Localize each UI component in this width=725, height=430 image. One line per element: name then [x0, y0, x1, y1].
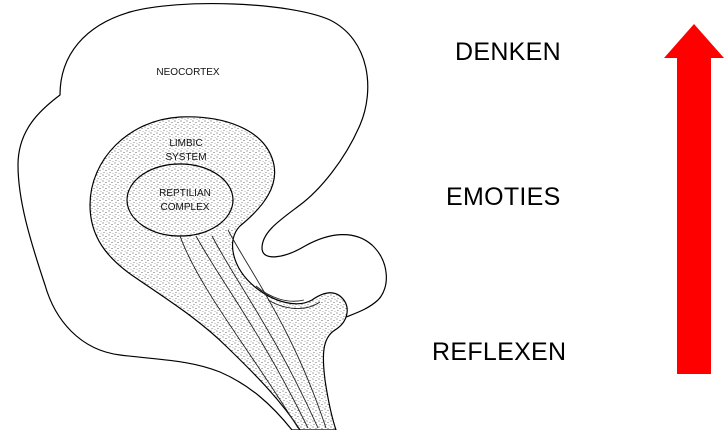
- limbic-system-label-line-1: LIMBIC: [169, 138, 202, 149]
- reptilian-complex-label-line-1: REPTILIAN: [159, 188, 211, 199]
- up-arrow-icon: [664, 24, 724, 376]
- triune-brain-diagram: NEOCORTEX LIMBIC SYSTEM REPTILIAN COMPLE…: [0, 0, 420, 430]
- neocortex-label: NEOCORTEX: [156, 67, 219, 78]
- reptilian-complex-region: [127, 164, 233, 236]
- level-label-emoties: EMOTIES: [446, 183, 561, 212]
- up-arrow-shape: [664, 24, 724, 374]
- reptilian-complex-label-line-2: COMPLEX: [161, 202, 210, 213]
- level-label-denken: DENKEN: [455, 38, 561, 67]
- limbic-system-label-line-2: SYSTEM: [165, 152, 206, 163]
- level-label-reflexen: REFLEXEN: [432, 338, 566, 367]
